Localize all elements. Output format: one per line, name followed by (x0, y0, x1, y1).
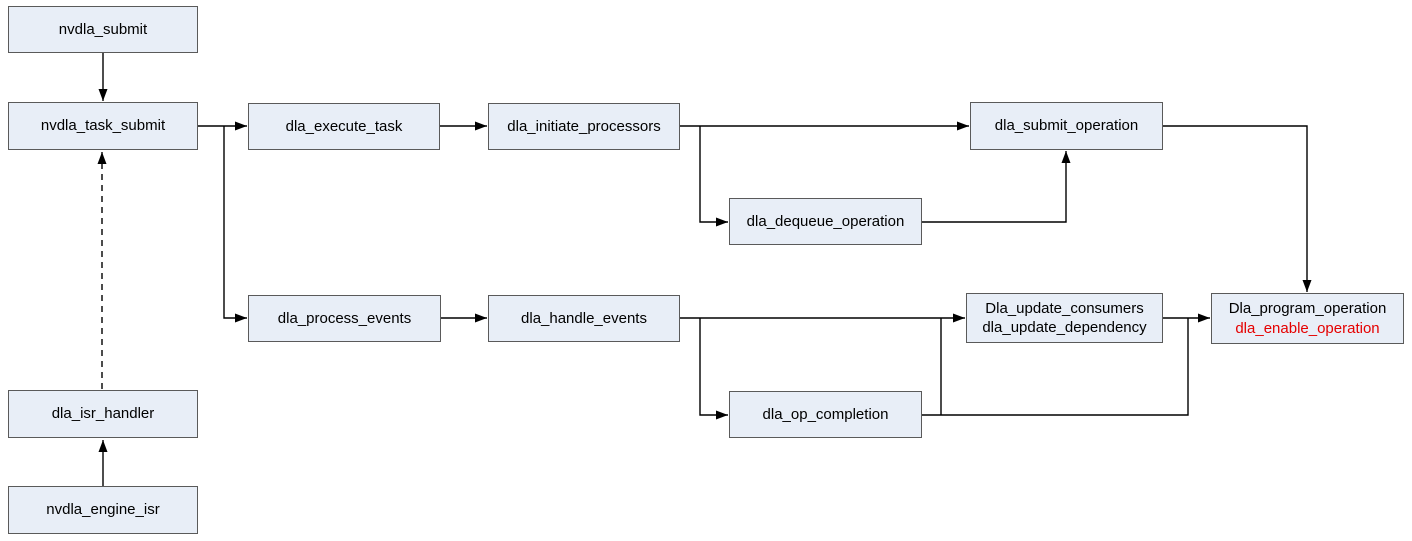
node-label: nvdla_task_submit (40, 117, 166, 135)
node-dla-process-events: dla_process_events (248, 295, 441, 342)
edge-dla-initiate-processors-to-dla-dequeue-operation (699, 126, 728, 227)
node-label: dla_initiate_processors (507, 117, 661, 135)
node-label: dla_op_completion (762, 405, 889, 423)
node-dla-update-consumers: Dla_update_consumers dla_update_dependen… (966, 293, 1163, 343)
node-dla-dequeue-operation: dla_dequeue_operation (729, 198, 922, 245)
node-dla-handle-events: dla_handle_events (488, 295, 680, 342)
node-label: dla_execute_task (285, 117, 403, 135)
node-label: dla_handle_events (521, 309, 647, 327)
node-nvdla-engine-isr: nvdla_engine_isr (8, 486, 198, 534)
node-label-line2-highlighted: dla_enable_operation (1235, 319, 1380, 337)
node-dla-op-completion: dla_op_completion (729, 391, 922, 438)
node-dla-execute-task: dla_execute_task (248, 103, 440, 150)
edge-dla-handle-events-to-dla-op-completion (699, 318, 728, 420)
node-dla-isr-handler: dla_isr_handler (8, 390, 198, 438)
node-dla-submit-operation: dla_submit_operation (970, 102, 1163, 150)
edge-dla-submit-operation-to-dla-program-operation (1163, 125, 1312, 292)
node-dla-initiate-processors: dla_initiate_processors (488, 103, 680, 150)
edge-nvdla-task-submit-to-dla-process-events (223, 126, 247, 323)
edge-dla-op-completion-to-dla-program-operation (922, 318, 1189, 416)
node-label-line1: Dla_update_consumers (985, 299, 1144, 317)
node-nvdla-task-submit: nvdla_task_submit (8, 102, 198, 150)
node-label: nvdla_submit (58, 20, 148, 38)
node-label: dla_isr_handler (51, 405, 155, 423)
node-label: nvdla_engine_isr (46, 501, 160, 519)
node-nvdla-submit: nvdla_submit (8, 6, 198, 53)
node-label-line2: dla_update_dependency (982, 319, 1147, 336)
edge-dla-dequeue-operation-to-dla-submit-operation (922, 151, 1071, 223)
node-label-line1: Dla_program_operation (1228, 300, 1387, 317)
node-label: dla_dequeue_operation (746, 212, 905, 230)
node-label: dla_submit_operation (994, 117, 1139, 135)
node-label: dla_process_events (277, 309, 412, 327)
node-dla-program-operation: Dla_program_operation dla_enable_operati… (1211, 293, 1404, 344)
